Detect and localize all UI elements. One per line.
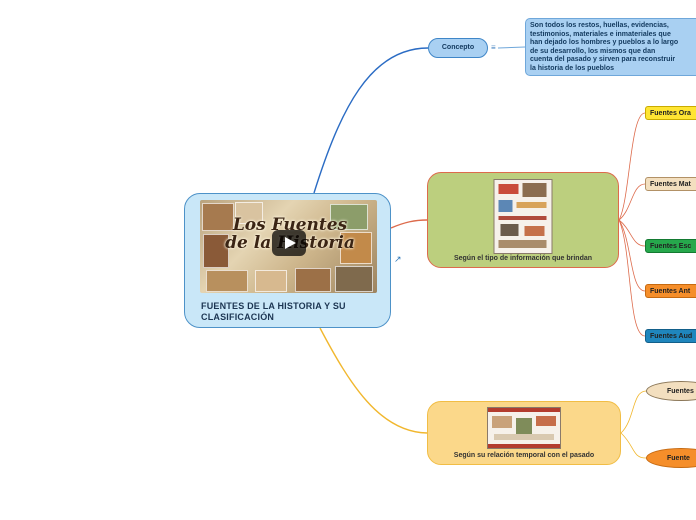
leaf-fuentes-secundarias[interactable]: Fuente xyxy=(646,448,696,468)
leaf-fuentes-escritas[interactable]: Fuentes Esc xyxy=(645,239,696,253)
root-topic[interactable]: Los Fuentes de la Historia FUENTES DE LA… xyxy=(184,193,391,328)
concept-line: testimonios, materiales e inmateriales q… xyxy=(530,30,671,38)
leaf-fuentes-antropologicas[interactable]: Fuentes Ant xyxy=(645,284,696,298)
branch-temporal-relation[interactable]: Según su relación temporal con el pasado xyxy=(427,401,621,465)
root-thumbnail-video[interactable]: Los Fuentes de la Historia xyxy=(200,200,377,293)
connector-root-branch-info xyxy=(390,219,428,229)
leaf-fuentes-primarias[interactable]: Fuentes xyxy=(646,381,696,401)
branch-temporal-label: Según su relación temporal con el pasado xyxy=(453,452,595,459)
connector-info-ant xyxy=(618,219,646,292)
concept-line: la historia de los pueblos xyxy=(530,64,615,72)
concept-line: de su desarrollo, los mismos que dan xyxy=(530,47,656,55)
connector-time-e2 xyxy=(620,432,647,459)
root-title: FUENTES DE LA HISTORIA Y SU CLASIFICACIÓ… xyxy=(201,301,346,322)
external-link-icon[interactable]: ↗ xyxy=(394,254,402,264)
branch-information-label: Según el tipo de información que brindan xyxy=(453,255,593,262)
connector-info-oral xyxy=(618,112,646,221)
connector-info-aud xyxy=(618,219,646,337)
connector-root-concept xyxy=(313,47,429,194)
leaf-fuentes-materiales[interactable]: Fuentes Mat xyxy=(645,177,696,191)
connector-concept-text xyxy=(497,46,526,49)
concept-line: cuenta del pasado y sirven para reconstr… xyxy=(530,56,676,64)
branch-temporal-image xyxy=(487,407,561,449)
branch-information-type[interactable]: Según el tipo de información que brindan xyxy=(427,172,619,268)
play-icon[interactable] xyxy=(272,230,306,256)
concept-line: han dejado los hombres y pueblos a lo la… xyxy=(530,39,679,47)
concept-line: Son todos los restos, huellas, evidencia… xyxy=(530,22,669,29)
leaf-fuentes-orales[interactable]: Fuentes Ora xyxy=(645,106,696,120)
branch-information-image xyxy=(493,179,553,254)
concept-description[interactable]: Son todos los restos, huellas, evidencia… xyxy=(525,18,696,76)
connector-info-mat xyxy=(618,183,646,221)
note-icon[interactable]: ≡ xyxy=(491,43,496,52)
connector-info-esc xyxy=(618,219,646,247)
connector-root-branch-time xyxy=(319,327,428,434)
concept-topic[interactable]: Concepto xyxy=(428,38,488,58)
connector-time-e1 xyxy=(620,390,647,434)
leaf-fuentes-audiovisuales[interactable]: Fuentes Aud xyxy=(645,329,696,343)
